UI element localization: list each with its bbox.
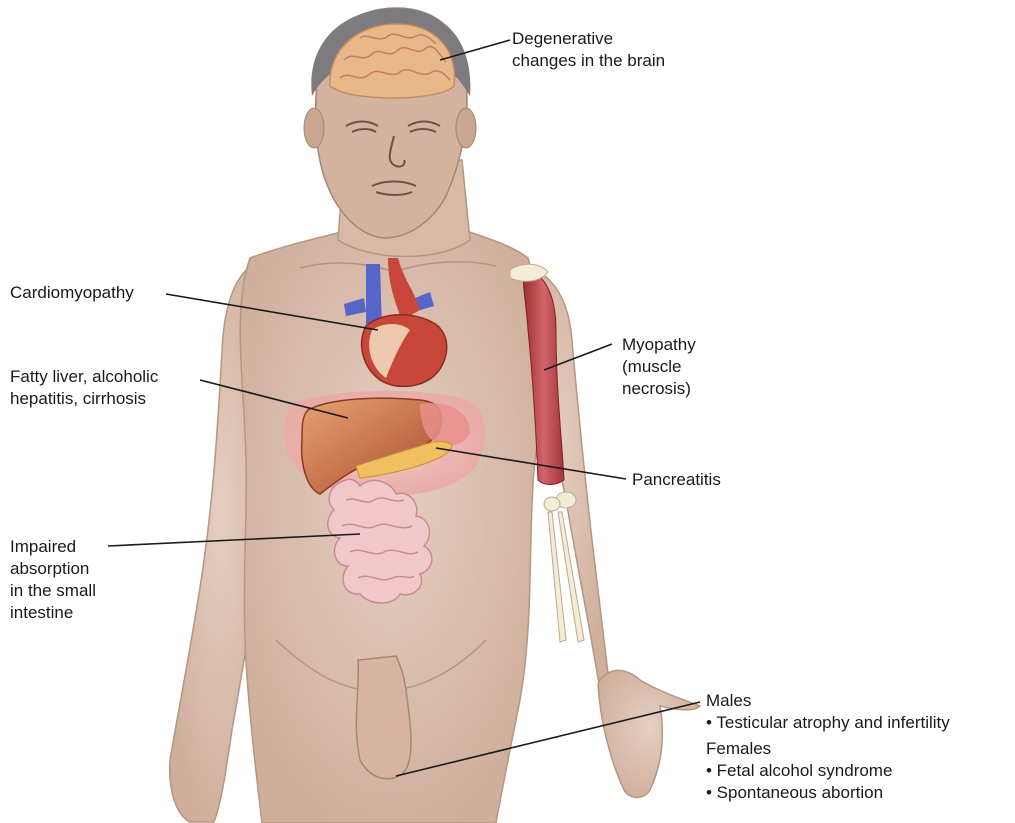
- label-cardiomyopathy: Cardiomyopathy: [10, 282, 134, 304]
- label-myopathy-line2: (muscle: [622, 356, 696, 378]
- ear: [304, 108, 324, 148]
- label-cardio-line1: Cardiomyopathy: [10, 282, 134, 304]
- label-females-heading: Females: [706, 738, 950, 760]
- label-intestine-line3: in the small: [10, 580, 96, 602]
- label-myopathy-line3: necrosis): [622, 378, 696, 400]
- label-females-item: • Fetal alcohol syndrome: [706, 760, 950, 782]
- label-brain-line1: Degenerative: [512, 28, 665, 50]
- label-males-heading: Males: [706, 690, 950, 712]
- label-brain: Degenerative changes in the brain: [512, 28, 665, 72]
- genitals: [356, 656, 411, 779]
- label-intestine-line2: absorption: [10, 558, 96, 580]
- label-brain-line2: changes in the brain: [512, 50, 665, 72]
- left-hand: [598, 670, 700, 797]
- label-liver: Fatty liver, alcoholic hepatitis, cirrho…: [10, 366, 158, 410]
- label-myopathy-line1: Myopathy: [622, 334, 696, 356]
- label-liver-line1: Fatty liver, alcoholic: [10, 366, 158, 388]
- label-females-item: • Spontaneous abortion: [706, 782, 950, 804]
- label-myopathy: Myopathy (muscle necrosis): [622, 334, 696, 400]
- label-intestine-line4: intestine: [10, 602, 96, 624]
- ear: [456, 108, 476, 148]
- label-males-item: • Testicular atrophy and infertility: [706, 712, 950, 734]
- label-pancreatitis-line1: Pancreatitis: [632, 469, 721, 491]
- label-intestine-line1: Impaired: [10, 536, 96, 558]
- label-reproductive: Males • Testicular atrophy and infertili…: [706, 690, 950, 804]
- label-intestine: Impaired absorption in the small intesti…: [10, 536, 96, 624]
- label-pancreatitis: Pancreatitis: [632, 469, 721, 491]
- label-liver-line2: hepatitis, cirrhosis: [10, 388, 158, 410]
